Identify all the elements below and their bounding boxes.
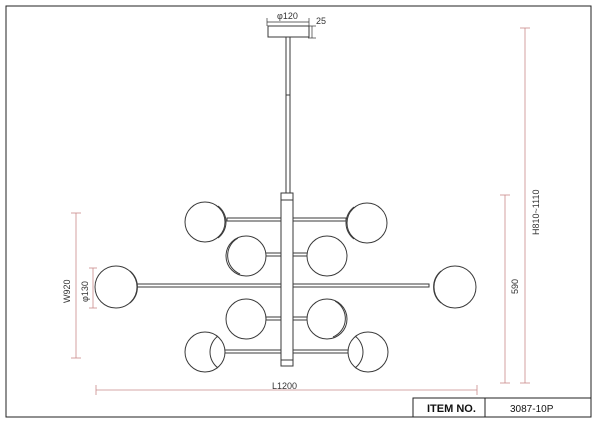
- arm: [292, 349, 350, 354]
- width-label: W920: [62, 279, 72, 303]
- title-block: ITEM NO. 3087-10P: [412, 397, 592, 418]
- length-label: L1200: [272, 381, 297, 391]
- arm: [292, 217, 347, 222]
- glass-globe: [184, 201, 226, 243]
- glass-globe: [306, 298, 348, 340]
- suspension-rod: [285, 36, 291, 196]
- dimension-lines: [71, 27, 530, 395]
- canopy-height-label: 25: [316, 16, 326, 26]
- glass-globe: [347, 331, 389, 373]
- arm: [221, 349, 282, 354]
- glass-globe: [184, 331, 226, 373]
- glass-globe: [346, 202, 388, 244]
- item-number-label: ITEM NO.: [427, 403, 476, 415]
- glass-globe: [306, 235, 348, 277]
- drawing-frame: [5, 5, 592, 418]
- body-height-label: 590: [510, 279, 520, 294]
- glass-globe: [225, 235, 267, 277]
- arm: [292, 283, 430, 288]
- fixture: [94, 25, 477, 373]
- globe-diameter-label: φ130: [80, 281, 90, 302]
- arm: [135, 283, 282, 288]
- arm: [226, 217, 282, 222]
- item-number-value: 3087-10P: [510, 404, 554, 415]
- glass-globe: [225, 298, 267, 340]
- total-height-label: H810~1110: [531, 190, 541, 235]
- arm: [265, 316, 282, 321]
- central-body: [280, 192, 294, 367]
- canopy-diameter-label: φ120: [277, 11, 298, 21]
- ceiling-canopy: [267, 25, 310, 38]
- canopy-dimension-lines: [266, 18, 316, 39]
